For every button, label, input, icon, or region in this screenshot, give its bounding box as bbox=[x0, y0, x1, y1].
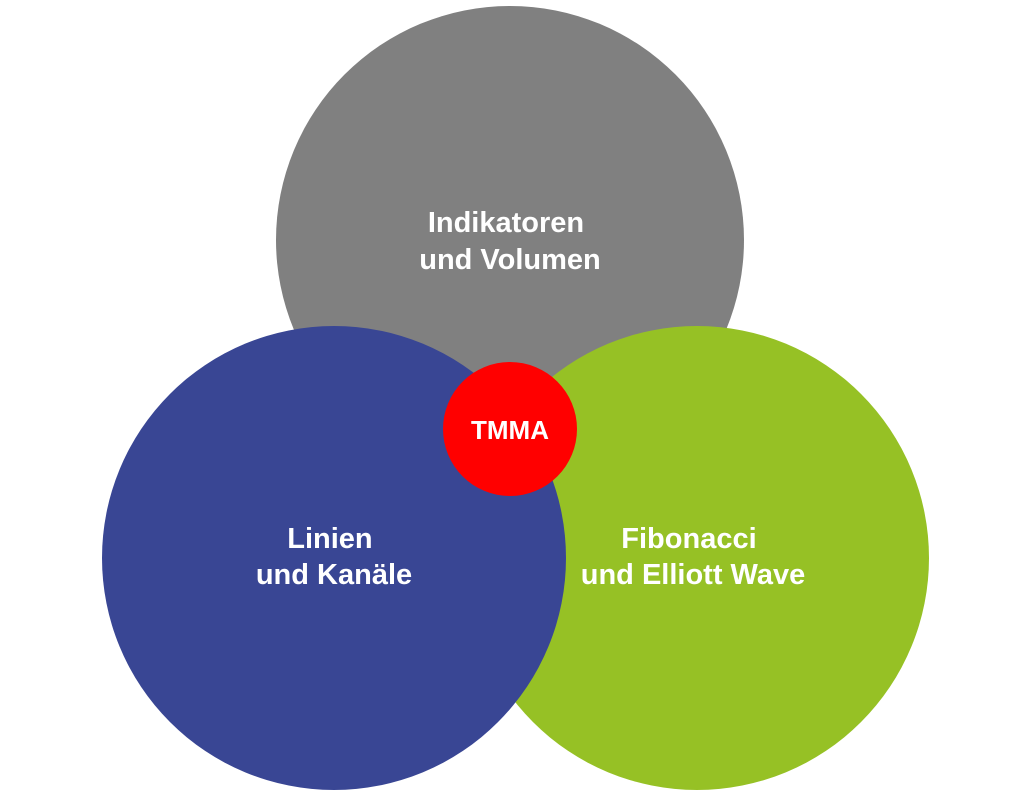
circle-center bbox=[443, 362, 577, 496]
label-left-line-2: und Kanäle bbox=[256, 559, 412, 591]
label-left: Linien und Kanäle bbox=[256, 523, 412, 591]
label-right-line-1: Fibonacci bbox=[621, 523, 756, 555]
label-top-line-2: und Volumen bbox=[419, 244, 601, 276]
label-left-line-1: Linien bbox=[287, 523, 372, 555]
label-top: Indikatoren und Volumen bbox=[419, 207, 601, 276]
label-center: TMMA bbox=[471, 415, 549, 445]
label-right-line-2: und Elliott Wave bbox=[581, 559, 805, 591]
label-right: Fibonacci und Elliott Wave bbox=[581, 523, 805, 591]
label-top-line-1: Indikatoren bbox=[428, 207, 584, 239]
circle-right bbox=[465, 326, 929, 790]
